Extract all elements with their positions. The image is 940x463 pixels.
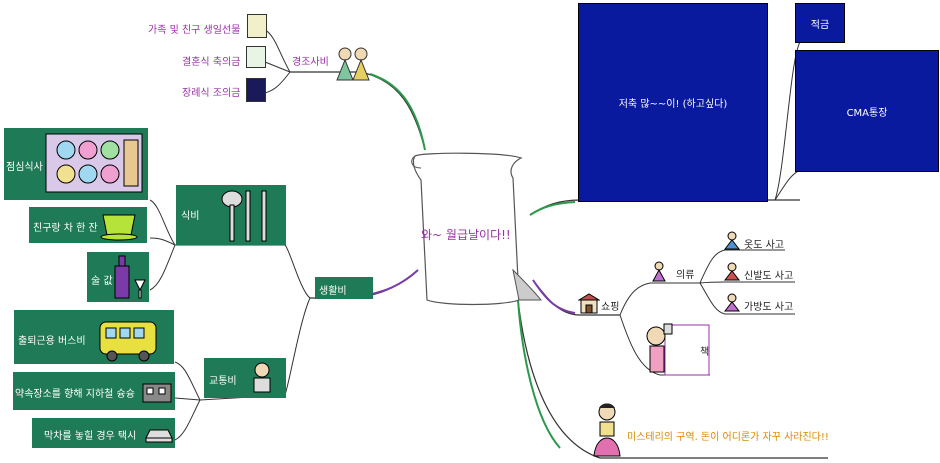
branch-saenghwal-box: 생활비 [315, 277, 373, 299]
savings-item-deposit-box: 적금 [795, 3, 845, 43]
sikbi-item-drink-box: 술 값 [87, 252, 149, 302]
sikbi-item-drink: 술 값 [91, 276, 113, 287]
ceremony-icon [333, 40, 373, 82]
clothing-item-shoes: 신발도 사고 [744, 271, 794, 282]
shopper-icon [648, 260, 670, 282]
savings-item-deposit: 적금 [810, 19, 830, 31]
savings-item-cma: CMA통장 [846, 107, 888, 119]
sikbi-label: 식비 [181, 211, 200, 222]
savings-label: 저축 많~~이! (하고싶다) [618, 99, 728, 110]
shop-icon [577, 292, 601, 314]
gyotong-box: 교통비 [204, 358, 286, 398]
center-label: 와~ 월급날이다!! [421, 228, 511, 242]
center-scroll: 와~ 월급날이다!! [403, 150, 543, 310]
gyotong-item-taxi-box: 막차를 놓힐 경우 택시 [32, 418, 175, 448]
gyotong-label: 교통비 [209, 376, 237, 387]
sikbi-item-tea-box: 친구랑 차 한 잔 [29, 207, 147, 243]
runner-icon [253, 362, 271, 393]
teacup-icon [100, 214, 138, 241]
sikbi-item-lunch-box: 점심식사 [4, 128, 148, 200]
branch-saenghwal-label: 생활비 [319, 286, 347, 297]
sikbi-item-lunch: 점심식사 [6, 162, 43, 173]
gyeongjo-item-funeral: 장례식 조의금 [182, 88, 241, 99]
gyotong-item-subway: 약속장소를 향해 지하철 슝슝 [15, 389, 135, 400]
clothing-item-clothes: 옷도 사고 [744, 240, 784, 251]
savings-box: 저축 많~~이! (하고싶다) [578, 3, 768, 202]
shoes-icon [722, 261, 742, 281]
taxi-icon [145, 429, 173, 443]
gyotong-item-subway-box: 약속장소를 향해 지하철 슝슝 [13, 372, 175, 410]
lunchbox-icon [45, 133, 143, 193]
sikbi-item-tea: 친구랑 차 한 잔 [33, 223, 98, 234]
scroll-icon [411, 152, 543, 306]
clothes-icon [722, 230, 742, 250]
clothing-label: 의류 [676, 270, 695, 281]
hanbok-girl-icon [590, 402, 624, 458]
reader-icon [644, 322, 674, 374]
gyotong-item-taxi: 막차를 놓힐 경우 택시 [44, 431, 137, 442]
train-icon [142, 383, 172, 403]
gift-icon [247, 14, 267, 38]
savings-item-cma-box: CMA통장 [795, 50, 939, 172]
gyotong-item-bus: 출퇴근용 버스비 [18, 336, 86, 347]
bag-icon [722, 292, 742, 312]
book-label: 책 [700, 347, 710, 358]
cutlery-icon [221, 190, 267, 242]
gyotong-item-bus-box: 출퇴근용 버스비 [14, 310, 174, 364]
mystery-label: 미스테리의 구역. 돈이 어디론가 자꾸 사라진다!! [627, 432, 829, 443]
bottle-icon [114, 255, 146, 299]
gyeongjo-item-birthday: 가족 및 친구 생일선물 [148, 25, 241, 36]
envelope-icon [246, 46, 266, 68]
candle-icon [246, 78, 266, 102]
branch-shopping-label: 쇼핑 [601, 302, 620, 313]
branch-gyeongjo-label: 경조사비 [292, 57, 329, 68]
bus-icon [99, 321, 157, 362]
sikbi-box: 식비 [176, 185, 286, 245]
gyeongjo-item-wedding: 결혼식 축의금 [182, 57, 241, 68]
clothing-item-bag: 가방도 사고 [744, 302, 794, 313]
